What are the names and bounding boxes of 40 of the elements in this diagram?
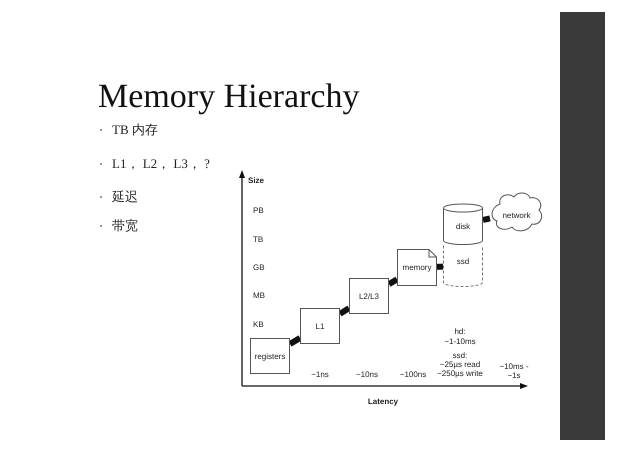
node-label: memory (402, 263, 432, 272)
tick-label: ~1ns (311, 370, 329, 379)
network-cloud (490, 192, 543, 234)
latency-note: ssd: (452, 351, 468, 360)
tick-label: MB (253, 291, 265, 300)
axis-title: Size (248, 176, 264, 185)
connector (482, 216, 491, 223)
node-label: network (502, 210, 530, 220)
process-box (250, 338, 290, 374)
latency-note: ~1-10ms (444, 337, 476, 346)
node-label: L2/L3 (358, 292, 380, 300)
bullet-text: 带宽 (112, 217, 138, 235)
tick-label: ~10ms - ~1s (498, 362, 530, 380)
node-label: disk (456, 222, 470, 230)
node-label: registers (254, 352, 286, 360)
connector (387, 276, 399, 287)
bullet-text: L1， L2， L3， ? (112, 155, 210, 173)
tick-label: KB (253, 320, 264, 329)
node-label: ssd (456, 257, 470, 266)
tick-label: GB (253, 263, 265, 272)
process-box (349, 278, 389, 314)
node-label: L1 (316, 322, 324, 330)
tick-label: ~10ns (356, 370, 378, 379)
axis-title: Latency (368, 397, 398, 406)
dashed-box (443, 245, 483, 287)
latency-note: ~25µs read (440, 360, 480, 369)
latency-note: hd: (454, 327, 466, 336)
document-box (397, 249, 437, 286)
disk-cylinder (443, 203, 483, 245)
connector (288, 335, 302, 347)
slide-title: Memory Hierarchy (98, 78, 360, 116)
bullet-text: 延迟 (112, 188, 138, 206)
tick-label: PB (253, 206, 264, 215)
latency-note: ~250µs write (437, 369, 483, 378)
process-box (300, 308, 340, 344)
connector (436, 264, 444, 270)
bullet-text: TB 内存 (112, 121, 158, 139)
tick-label: ~100ns (400, 370, 426, 379)
tick-label: TB (253, 235, 264, 244)
connector (338, 306, 351, 316)
